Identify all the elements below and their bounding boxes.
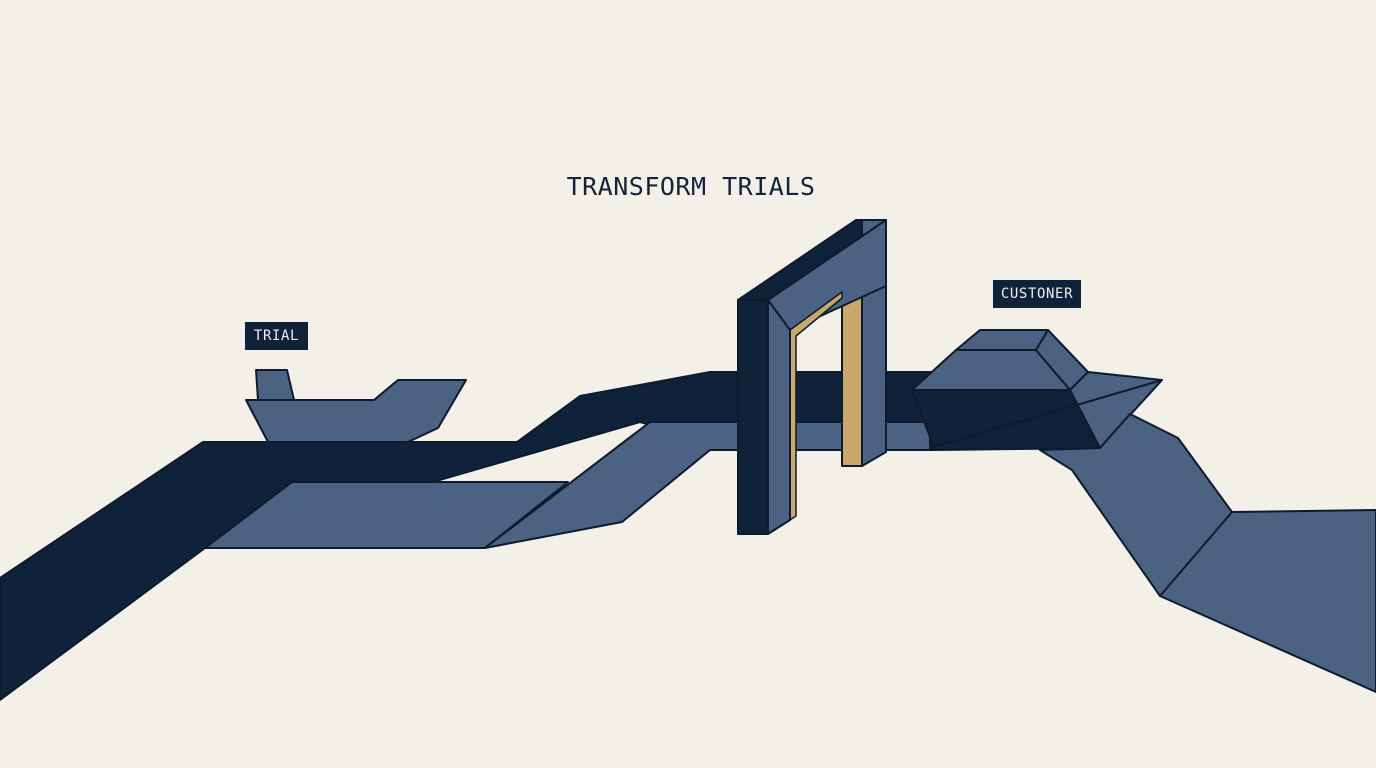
- customer-label: CUSTONER: [993, 280, 1081, 308]
- path-band-right-lower: [1039, 413, 1376, 693]
- trial-label: TRIAL: [245, 322, 308, 350]
- path-band-right-dark: [911, 389, 1101, 451]
- path-band-left-light: [204, 481, 569, 549]
- boat-hull: [245, 379, 467, 443]
- customer-roof-top: [955, 329, 1049, 351]
- doorway-front-post-light: [767, 299, 791, 535]
- path-band-right-fold: [1159, 511, 1233, 597]
- customer-arrow-crease: [929, 379, 1163, 449]
- doorway-inner-gold: [841, 277, 863, 467]
- boat-chimney: [255, 369, 295, 401]
- headline-title: TRANSFORM TRIALS: [566, 172, 816, 201]
- doorway-front-post-dark: [737, 299, 769, 535]
